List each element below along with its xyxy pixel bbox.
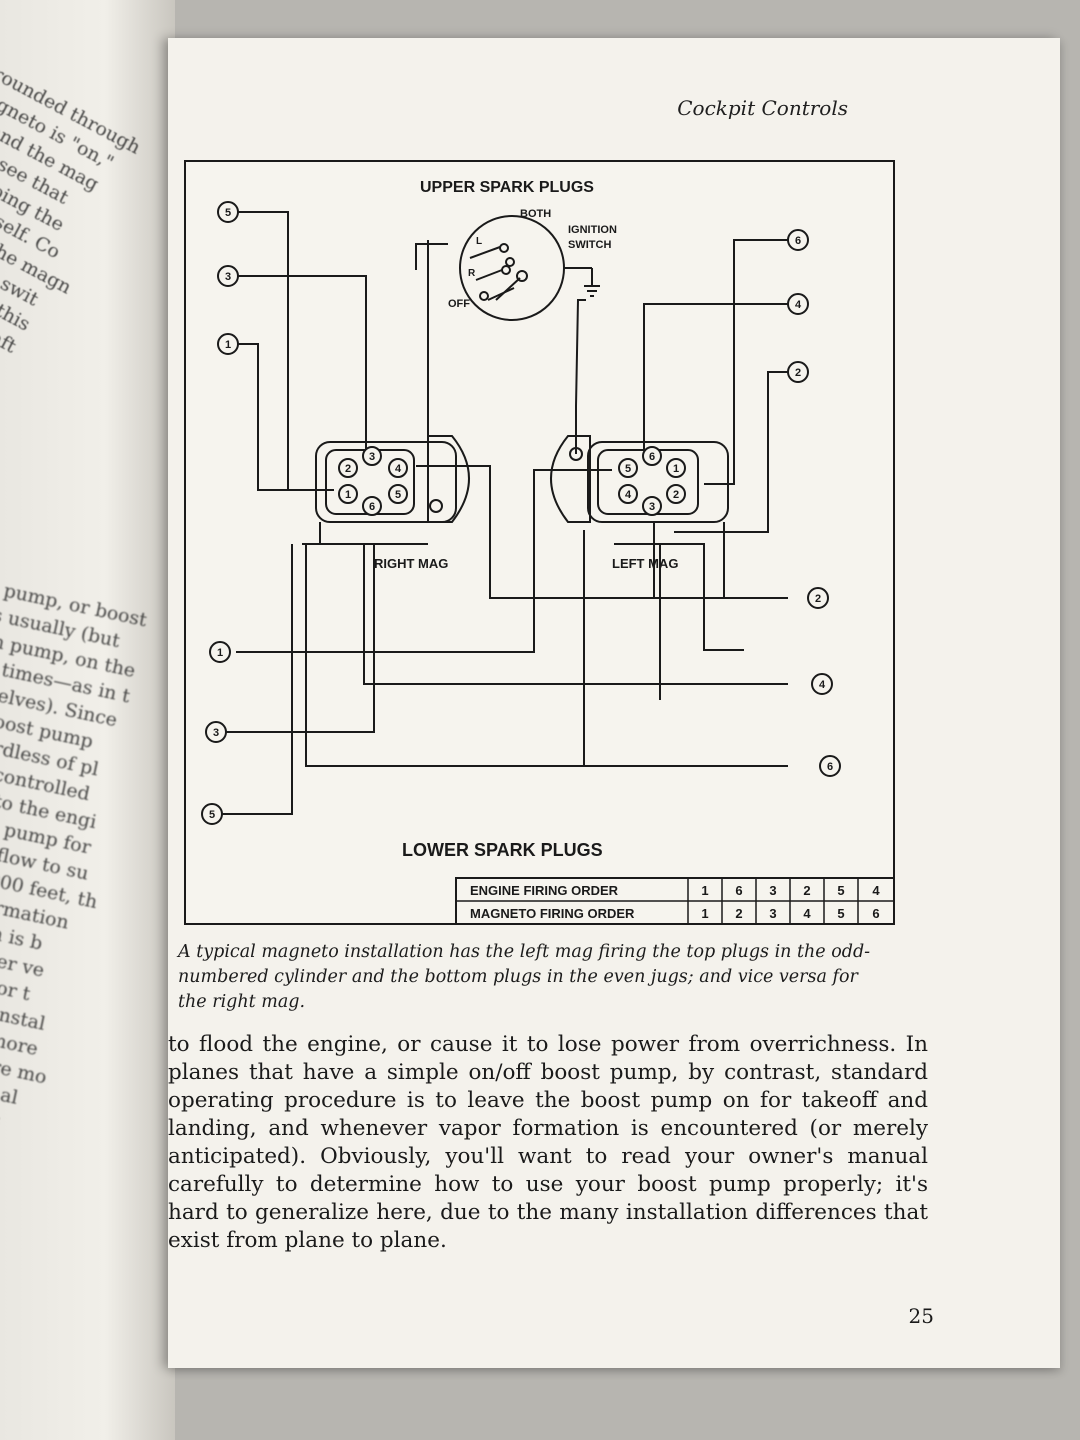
left-mag-terminal: 6	[649, 451, 655, 463]
left-mag-label: LEFT MAG	[612, 556, 678, 571]
magneto-firing-order-label: MAGNETO FIRING ORDER	[470, 906, 635, 921]
lower-right-plug-c: 6	[827, 761, 833, 773]
table-cell: 5	[837, 906, 844, 921]
table-cell: 2	[735, 906, 742, 921]
table-cell: 1	[701, 883, 708, 898]
wiring-diagram-svg: UPPER SPARK PLUGS LOWER SPARK PLUGS BO	[184, 160, 895, 925]
switch-contact-l	[469, 246, 501, 259]
right-mag-terminal: 1	[345, 489, 351, 501]
upper-left-plug-a: 5	[225, 207, 231, 219]
running-head: Cockpit Controls	[677, 96, 848, 120]
left-mag-terminal: 4	[625, 489, 632, 501]
upper-spark-plugs-label: UPPER SPARK PLUGS	[420, 179, 594, 196]
right-mag-terminal: 4	[395, 463, 402, 475]
book-page: Cockpit Controls UPPER SPARK PLUGS LOWER…	[168, 38, 1060, 1368]
upper-left-plugs: 5 3 1	[217, 201, 239, 355]
engine-firing-order-label: ENGINE FIRING ORDER	[470, 883, 619, 898]
ignition-wiring	[218, 211, 788, 815]
right-mag-terminal: 6	[369, 501, 375, 513]
left-mag-terminals: 6 5 1 4 2 3	[618, 446, 686, 516]
table-cell: 4	[803, 906, 811, 921]
ignition-switch	[459, 215, 600, 321]
table-cell: 6	[735, 883, 742, 898]
switch-contact-r	[475, 269, 503, 281]
page-number: 25	[908, 1304, 934, 1328]
right-mag-p-lead	[429, 499, 443, 513]
left-mag-terminal: 1	[673, 463, 679, 475]
table-cell: 3	[769, 883, 776, 898]
switch-terminal	[479, 291, 489, 301]
lower-right-plug-b: 4	[819, 679, 826, 691]
lower-spark-plugs-label: LOWER SPARK PLUGS	[402, 840, 603, 860]
left-mag-terminal: 3	[649, 501, 655, 513]
upper-right-plug-a: 6	[795, 235, 801, 247]
table-cell: 5	[837, 883, 844, 898]
firing-order-table: ENGINE FIRING ORDER MAGNETO FIRING ORDER…	[455, 877, 895, 925]
left-mag-p-lead-housing	[550, 435, 591, 523]
switch-rotor	[495, 277, 521, 301]
switch-terminal	[501, 265, 511, 275]
magneto-wiring-diagram: UPPER SPARK PLUGS LOWER SPARK PLUGS BO	[184, 160, 896, 926]
lower-left-plug-a: 1	[217, 647, 223, 659]
lower-left-plugs: 1 3 5	[201, 641, 231, 825]
switch-title-line1: IGNITION	[568, 224, 617, 236]
body-paragraph: to flood the engine, or cause it to lose…	[168, 1032, 928, 1253]
right-mag-terminal: 3	[369, 451, 375, 463]
right-mag-body	[315, 441, 457, 523]
switch-rotor-hub	[516, 270, 528, 282]
lower-left-plug-c: 5	[209, 809, 215, 821]
left-mag-terminal: 2	[673, 489, 679, 501]
switch-l-label: L	[476, 236, 482, 247]
table-cell: 1	[701, 906, 708, 921]
right-mag-terminal: 2	[345, 463, 351, 475]
left-mag-body	[587, 441, 729, 523]
figure-caption: A typical magneto installation has the l…	[178, 942, 871, 1012]
switch-contact-off	[487, 287, 515, 301]
table-cell: 4	[872, 883, 880, 898]
switch-terminal	[499, 243, 509, 253]
upper-right-plugs: 6 4 2	[787, 229, 809, 383]
lower-left-plug-b: 3	[213, 727, 219, 739]
switch-title-line2: SWITCH	[568, 239, 611, 251]
table-cell: 6	[872, 906, 879, 921]
switch-terminal	[505, 257, 515, 267]
table-cell: 2	[803, 883, 810, 898]
table-cell: 3	[769, 906, 776, 921]
upper-right-plug-b: 4	[795, 299, 802, 311]
right-mag-terminals: 3 2 4 1 5 6	[338, 446, 408, 516]
upper-left-plug-b: 3	[225, 271, 231, 283]
upper-right-plug-c: 2	[795, 367, 801, 379]
left-mag-terminal: 5	[625, 463, 631, 475]
right-mag-terminal: 5	[395, 489, 401, 501]
lower-right-plug-a: 2	[815, 593, 821, 605]
switch-both-label: BOTH	[520, 208, 551, 220]
switch-off-label: OFF	[448, 298, 470, 310]
diagram-frame	[184, 160, 895, 925]
right-mag-p-lead-housing	[427, 435, 470, 523]
upper-left-plug-c: 1	[225, 339, 231, 351]
lower-right-plugs: 2 4 6	[807, 587, 841, 777]
right-mag-label: RIGHT MAG	[374, 556, 448, 571]
switch-r-label: R	[468, 268, 476, 279]
